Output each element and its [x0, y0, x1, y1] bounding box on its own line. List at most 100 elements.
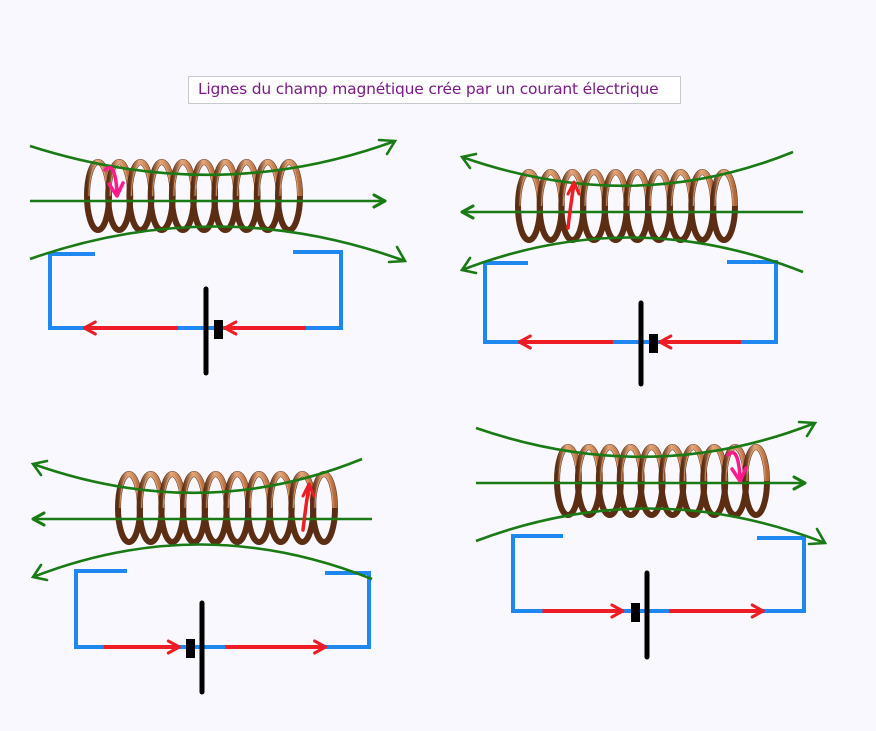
coil-turn-highlight — [279, 163, 299, 197]
coil-turn-front — [710, 169, 738, 207]
coil-turn-highlight — [184, 475, 204, 509]
field-arrow-head — [30, 563, 49, 582]
wire-right — [204, 571, 371, 649]
coil-turn-highlight — [292, 475, 312, 509]
current-arrow-head — [750, 603, 765, 619]
coil-turn-highlight — [606, 173, 626, 207]
diagram-top-right — [459, 150, 804, 387]
circuit-wire — [74, 569, 371, 649]
magnetic-field-lines — [475, 420, 828, 546]
current-arrow-head — [313, 639, 328, 655]
turn-direction-arrow — [726, 450, 748, 483]
battery-symbol — [638, 300, 658, 387]
diagram-bottom-left — [30, 457, 373, 695]
wire-right — [649, 536, 806, 613]
battery-symbol — [203, 286, 223, 376]
field-arrow-head — [377, 138, 398, 156]
field-line-lower — [29, 225, 406, 263]
field-arrows — [459, 152, 478, 275]
circuit-wire — [511, 534, 806, 613]
current-arrow — [542, 603, 625, 619]
battery-short-plate — [649, 334, 658, 353]
coil-turn-highlight — [271, 475, 291, 509]
field-arrow-head — [30, 459, 49, 477]
turn-arrow-shaft — [103, 165, 119, 194]
coil-turn-highlight — [541, 173, 561, 207]
turn-arrow-head — [107, 181, 125, 198]
battery-symbol — [631, 570, 650, 660]
solenoid-coil — [515, 169, 738, 263]
turn-direction-arrow — [103, 165, 125, 198]
current-arrow-head — [223, 320, 238, 336]
field-arrow-head — [797, 420, 818, 438]
battery-symbol — [186, 600, 205, 695]
current-arrow — [225, 639, 328, 655]
field-arrow-head — [460, 204, 475, 220]
field-line-lower — [461, 236, 804, 274]
coil-turn-highlight — [746, 448, 766, 482]
field-arrow-head — [459, 152, 478, 170]
circuit-wire — [483, 260, 778, 344]
coil-turn-highlight — [627, 173, 647, 207]
magnetic-field-lines — [30, 457, 373, 582]
coil-turn-highlight — [562, 173, 582, 207]
circuit-wire — [48, 250, 343, 330]
field-arrow-head — [387, 245, 408, 264]
current-arrow-head — [658, 334, 673, 350]
turn-arrow-shaft — [726, 450, 742, 479]
diagram-title: Lignes du champ magnétique crée par un c… — [198, 80, 659, 98]
field-line-lower — [475, 507, 826, 545]
turn-arrow-head — [301, 482, 316, 498]
title-box: Lignes du champ magnétique crée par un c… — [188, 76, 681, 104]
coil-turn-highlight — [314, 475, 334, 509]
diagram-bottom-right — [475, 420, 828, 660]
coil-turn-highlight — [141, 475, 161, 509]
magnetic-field-lines — [459, 150, 804, 275]
current-arrow — [658, 334, 741, 350]
current-arrow — [517, 334, 613, 350]
coil-turn-highlight — [519, 173, 539, 207]
coil-turn-highlight — [584, 173, 604, 207]
field-arrow-head — [372, 193, 387, 209]
current-arrow-head — [166, 639, 181, 655]
solenoid-coil — [554, 444, 770, 537]
field-arrows — [372, 138, 408, 264]
field-arrow-head — [792, 475, 807, 491]
current-arrow-head — [610, 603, 625, 619]
field-line-lower — [32, 543, 373, 581]
wire-left — [483, 261, 639, 344]
coil-turn-highlight — [249, 475, 269, 509]
turn-direction-arrow — [301, 482, 316, 532]
diagram-top-left — [29, 138, 408, 376]
coil-turn-highlight — [649, 173, 669, 207]
battery-short-plate — [631, 603, 640, 622]
field-line-upper — [29, 139, 396, 177]
field-arrow-head — [459, 256, 478, 275]
current-arrow — [103, 639, 181, 655]
coil-turn-highlight — [227, 475, 247, 509]
wire-left — [48, 252, 204, 330]
turn-arrow-head — [566, 180, 581, 196]
field-arrows — [792, 420, 828, 546]
magnetic-field-lines — [29, 138, 408, 264]
coil-turn-highlight — [162, 475, 182, 509]
battery-short-plate — [186, 639, 195, 658]
wire-left — [511, 534, 645, 613]
wire-right — [643, 260, 778, 344]
solenoid-coil — [84, 159, 303, 254]
turn-direction-arrow — [566, 180, 581, 230]
coil-turn-highlight — [671, 173, 691, 207]
coil-turn-front — [275, 159, 303, 197]
current-arrow-head — [517, 334, 532, 350]
field-line-upper — [461, 150, 794, 188]
field-arrows — [30, 459, 49, 582]
wire-right — [208, 250, 343, 330]
turn-arrow-head — [730, 466, 748, 483]
coil-turn-highlight — [119, 475, 139, 509]
battery-short-plate — [214, 320, 223, 339]
field-arrow-head — [807, 527, 828, 546]
turn-arrow-shaft — [566, 182, 576, 230]
coil-turn-highlight — [692, 173, 712, 207]
coil-turn-highlight — [206, 475, 226, 509]
